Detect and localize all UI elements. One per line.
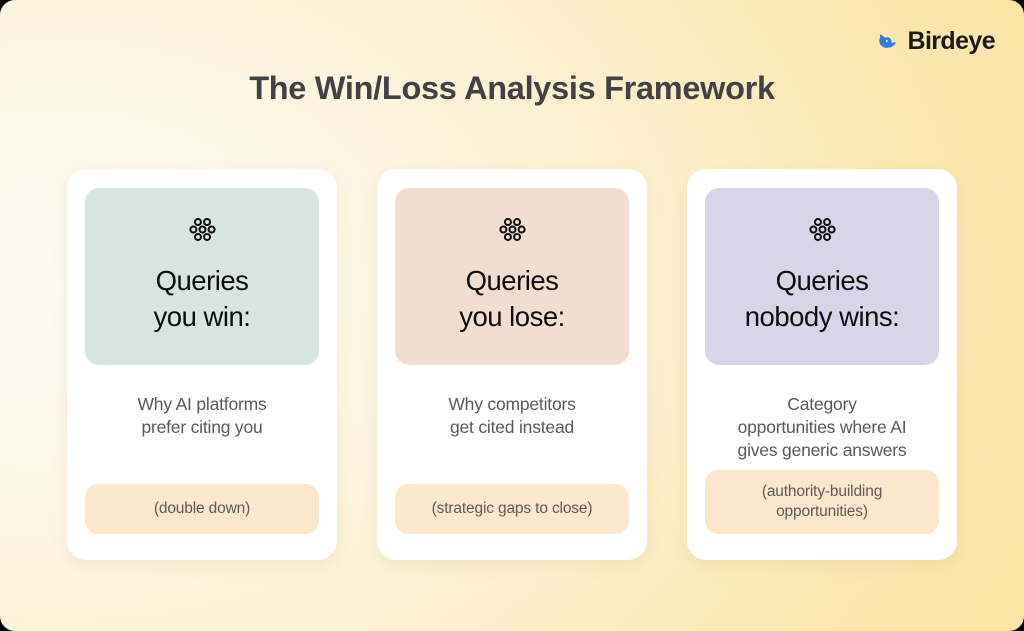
bird-icon [879, 34, 897, 48]
circle-cluster-icon [188, 218, 216, 241]
card-heading: Queries you win: [153, 265, 251, 332]
card-body-wrap: Category opportunities where AI gives ge… [705, 365, 939, 470]
circle-cluster-icon [498, 218, 526, 241]
framework-card-win[interactable]: Queries you win: Why AI platforms prefer… [67, 169, 337, 560]
card-heading: Queries you lose: [459, 265, 565, 332]
card-pill-label: (strategic gaps to close) [395, 484, 629, 534]
card-header-panel: Queries you lose: [395, 188, 629, 365]
card-body-wrap: Why AI platforms prefer citing you [85, 365, 319, 484]
card-header-panel: Queries nobody wins: [705, 188, 939, 365]
card-pill-label: (authority-building opportunities) [705, 470, 939, 534]
page-title: The Win/Loss Analysis Framework [249, 70, 775, 106]
framework-card-group: Queries you win: Why AI platforms prefer… [67, 169, 957, 560]
card-header-panel: Queries you win: [85, 188, 319, 365]
card-body-text: Category opportunities where AI gives ge… [737, 394, 907, 460]
brand-logo: Birdeye [877, 27, 996, 55]
circle-cluster-icon [808, 218, 836, 241]
framework-card-nobody-wins[interactable]: Queries nobody wins: Category opportunit… [687, 169, 957, 560]
brand-name: Birdeye [907, 27, 995, 55]
card-pill-label: (double down) [85, 484, 319, 534]
card-body-text: Why AI platforms prefer citing you [137, 394, 267, 437]
card-body-wrap: Why competitors get cited instead [395, 365, 629, 484]
card-body-text: Why competitors get cited instead [448, 394, 576, 437]
card-heading: Queries nobody wins: [744, 265, 900, 332]
framework-card-lose[interactable]: Queries you lose: Why competitors get ci… [377, 169, 647, 560]
